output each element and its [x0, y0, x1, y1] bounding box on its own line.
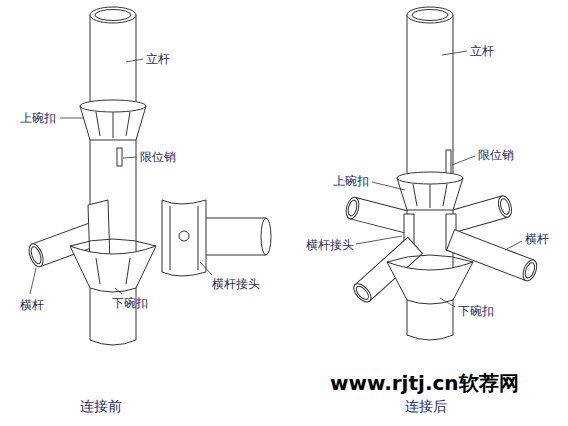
part-label: 下碗扣 — [458, 304, 494, 318]
caption-text: 连接前 — [80, 398, 122, 414]
part-label: 上碗扣 — [20, 111, 56, 125]
part-label: 横杆 — [20, 298, 44, 312]
part-label: 下碗扣 — [112, 296, 148, 310]
bottom-cup — [387, 262, 473, 304]
limit-pin — [117, 148, 122, 166]
leader-lines — [30, 51, 522, 307]
part-label: 立杆 — [146, 52, 170, 66]
part-label: 立杆 — [470, 44, 494, 58]
standard-tube — [90, 15, 136, 345]
caption-text: 连接后 — [405, 398, 447, 414]
part-label: 限位销 — [478, 148, 514, 162]
part-label: 上碗扣 — [333, 174, 369, 188]
part-label: 限位销 — [140, 150, 176, 164]
watermark: www.rjtj.cn软荐网 — [330, 372, 519, 394]
part-label: 横杆 — [525, 232, 549, 246]
ledger-blade — [162, 200, 271, 276]
part-label: 横杆接头 — [212, 277, 260, 291]
bottom-cup — [70, 246, 156, 292]
part-label: 横杆接头 — [306, 238, 354, 252]
